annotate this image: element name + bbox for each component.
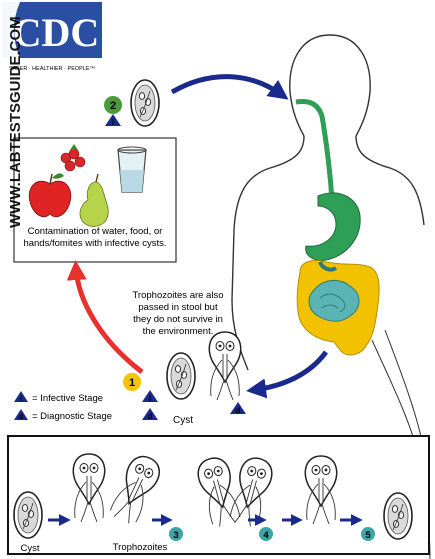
step-2-ingestion: 2 i [104,77,282,127]
svg-text:d: d [148,412,153,421]
intestinal-stages-panel: Cyst Trophozoites 3 4 5 [8,436,429,554]
legend-infective-label: = Infective Stage [32,393,103,404]
svg-text:2: 2 [110,100,116,112]
cdc-logo-text: CDC [13,10,100,55]
svg-text:5: 5 [365,530,371,541]
digestive-tract [296,102,379,355]
svg-text:i: i [20,394,22,403]
svg-text:i: i [149,394,151,403]
svg-text:Trophozoites are also: Trophozoites are also [132,290,223,301]
panel-trophozoites-label: Trophozoites [113,542,168,553]
svg-text:the environment.: the environment. [143,326,214,337]
stomach [306,193,360,260]
svg-text:4: 4 [263,530,269,541]
panel-encysting-cyst [384,493,412,539]
svg-text:3: 3 [173,530,178,541]
svg-text:they do not survive in: they do not survive in [133,314,223,325]
trophozoite-note: Trophozoites are also passed in stool bu… [132,290,223,337]
cyst-label: Cyst [173,415,193,426]
contamination-text-line-1: Contamination of water, food, or [28,226,163,237]
water-glass-icon [118,147,146,192]
excreted-trophozoite [209,332,240,400]
svg-text:d: d [236,406,241,415]
ingestion-arrow [172,77,282,95]
legend-diagnostic-label: = Diagnostic Stage [32,411,112,422]
cyst-ingested [131,80,159,126]
svg-text:1: 1 [129,377,135,389]
excretion-arrow [254,352,326,390]
esophagus [296,102,332,200]
legend: i = Infective Stage d = Diagnostic Stage [14,391,112,422]
watermark: WWW.LABTESTSGUIDE.COM [7,16,24,228]
step-1-excretion: 1 i d Cyst d [123,332,326,426]
contamination-text-line-2: hands/fomites with infective cysts. [23,238,166,249]
svg-text:d: d [19,412,24,421]
contamination-box: Contamination of water, food, or hands/f… [14,138,176,262]
panel-cyst-label: Cyst [21,543,40,554]
contamination-arrow [76,268,142,372]
panel-cyst [14,492,42,538]
svg-text:passed in stool but: passed in stool but [138,302,218,313]
svg-text:i: i [112,118,114,127]
excreted-cyst [167,353,195,399]
